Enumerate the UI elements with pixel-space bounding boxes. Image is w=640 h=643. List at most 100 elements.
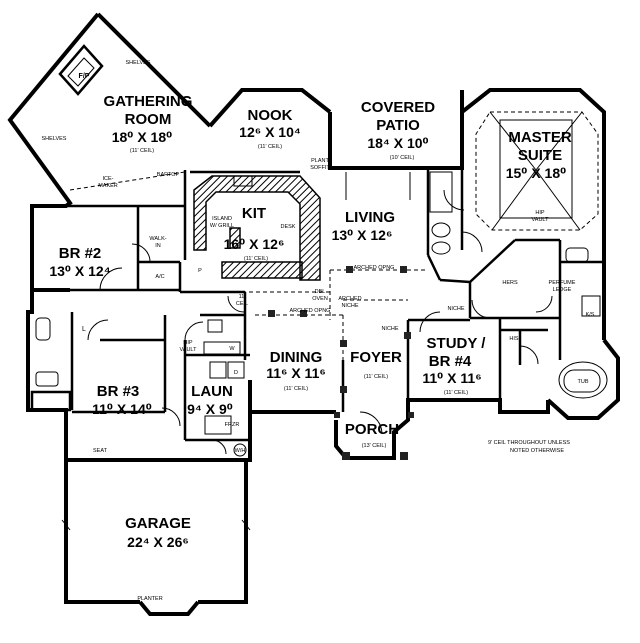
foyer-name: FOYER [350, 349, 402, 366]
room-master: MASTER SUITE 15⁰ X 18⁰ [506, 129, 572, 181]
label-desk: DESK [281, 224, 296, 230]
label-ks: K/S [586, 312, 595, 318]
label-island2: W/ GRILL [210, 223, 234, 229]
label-niche: NICHE [381, 326, 398, 332]
label-ceil11b: CEIL [236, 301, 248, 307]
nook-ceil: (11' CEIL) [258, 144, 282, 150]
gathering-name2: ROOM [125, 111, 172, 128]
label-arched-opng-top: ARCHED OPNG [354, 265, 395, 271]
interior-walls [66, 112, 604, 442]
label-niche2: NICHE [447, 306, 464, 312]
label-plant-soffit1: PLANT [311, 158, 329, 164]
laun-dim: 9⁴ X 9⁰ [187, 401, 233, 417]
label-hip-vault2: VAULT [180, 347, 198, 353]
label-note2: NOTED OTHERWISE [510, 448, 564, 454]
dining-ceil: (11' CEIL) [284, 386, 308, 392]
label-shelves-left: SHELVES [42, 136, 67, 142]
kit-dim: 16⁰ X 12⁶ [224, 236, 285, 252]
gathering-name1: GATHERING [104, 93, 193, 110]
room-kit: KIT 16⁰ X 12⁶ (11' CEIL) [224, 205, 285, 262]
door-swings [87, 172, 553, 455]
master-name1: MASTER [508, 129, 572, 146]
dining-dim: 11⁶ X 11⁶ [266, 365, 326, 381]
room-br2: BR #2 13⁰ X 12⁴ [49, 245, 110, 279]
master-name2: SUITE [518, 147, 562, 164]
label-w: W [229, 346, 235, 352]
label-wh: W/H [235, 448, 246, 454]
fixtures [30, 171, 608, 616]
label-fp: F/P [79, 73, 90, 80]
br2-dim: 13⁰ X 12⁴ [49, 263, 110, 279]
study-name1: STUDY / [427, 335, 487, 352]
br2-name: BR #2 [59, 245, 102, 262]
porch-ceil: (13' CEIL) [362, 443, 387, 449]
garage-name: GARAGE [125, 515, 191, 532]
label-shelves-top: SHELVES [126, 60, 151, 66]
label-ceil11: 11' [239, 294, 246, 300]
patio-dim: 18⁴ X 10⁰ [367, 135, 428, 151]
annotations: SHELVES SHELVES F/P ICE- MAKER BARTOP PL… [42, 60, 595, 602]
label-perfume1: PERFUME [549, 280, 576, 286]
room-nook: NOOK 12⁶ X 10⁴ (11' CEIL) [239, 107, 301, 150]
dining-name: DINING [270, 349, 323, 366]
label-d: D [234, 370, 238, 376]
patio-name2: PATIO [376, 117, 420, 134]
ceiling-lines [69, 111, 599, 360]
study-name2: BR #4 [429, 353, 472, 370]
room-living: LIVING 13⁰ X 12⁶ [332, 209, 395, 243]
label-planter: PLANTER [137, 596, 162, 602]
label-plant-soffit2: SOFFIT [310, 165, 330, 171]
label-bartop: BARTOP [157, 172, 180, 178]
room-porch: PORCH (13' CEIL) [345, 421, 399, 449]
study-ceil: (11' CEIL) [444, 390, 468, 396]
label-l: L [82, 326, 86, 333]
living-name: LIVING [345, 209, 395, 226]
label-arched-opng-mid: ARCHED OPNG [290, 308, 331, 314]
room-br3: BR #3 11⁰ X 14⁰ [92, 383, 152, 417]
label-dbl-oven1: DBL [315, 289, 326, 295]
label-hip-vault-m2: VAULT [532, 217, 550, 223]
kit-name: KIT [242, 205, 266, 222]
label-walkin2: IN [155, 243, 161, 249]
room-laun: LAUN 9⁴ X 9⁰ [187, 383, 233, 417]
label-hers: HERS [502, 280, 518, 286]
room-study: STUDY / BR #4 11⁰ X 11⁶ (11' CEIL) [422, 335, 486, 396]
gathering-dim: 18⁰ X 18⁰ [112, 129, 173, 145]
label-perfume2: LEDGE [553, 287, 572, 293]
label-dbl-oven2: OVEN [312, 296, 328, 302]
label-seat: SEAT [93, 448, 108, 454]
br3-name: BR #3 [97, 383, 140, 400]
living-dim: 13⁰ X 12⁶ [332, 227, 393, 243]
label-hip-vault1: HIP [183, 340, 193, 346]
study-dim: 11⁰ X 11⁶ [422, 370, 481, 386]
label-arched-niche2: NICHE [341, 303, 358, 309]
gathering-ceil: (11' CEIL) [130, 148, 154, 154]
label-ac: A/C [155, 274, 164, 280]
nook-name: NOOK [248, 107, 293, 124]
patio-name1: COVERED [361, 99, 435, 116]
kit-ceil: (11' CEIL) [244, 256, 268, 262]
label-walkin1: WALK- [149, 236, 166, 242]
laun-name: LAUN [191, 383, 233, 400]
exterior-walls [7, 12, 620, 604]
label-p: P [198, 268, 202, 274]
label-icemaker2: MAKER [98, 183, 118, 189]
label-arched-niche1: ARCHED [338, 296, 361, 302]
room-foyer: FOYER (11' CEIL) [350, 349, 402, 380]
room-dining: DINING 11⁶ X 11⁶ (11' CEIL) [266, 349, 326, 392]
garage-dim: 22⁴ X 26⁶ [127, 534, 189, 550]
patio-ceil: (10' CEIL) [390, 155, 415, 161]
fireplace [58, 44, 104, 96]
room-gathering: GATHERING ROOM 18⁰ X 18⁰ (11' CEIL) [104, 93, 193, 154]
label-icemaker1: ICE- [103, 176, 114, 182]
master-dim: 15⁰ X 18⁰ [506, 165, 567, 181]
label-note1: 9' CEIL THROUGHOUT UNLESS [488, 440, 570, 446]
porch-name: PORCH [345, 421, 399, 438]
label-tub: TUB [578, 379, 589, 385]
room-patio: COVERED PATIO 18⁴ X 10⁰ (10' CEIL) [361, 99, 435, 161]
label-hip-vault-m1: HIP [535, 210, 545, 216]
label-frzr: FRZR [225, 422, 240, 428]
label-his: HIS [509, 336, 519, 342]
foyer-ceil: (11' CEIL) [364, 374, 388, 380]
